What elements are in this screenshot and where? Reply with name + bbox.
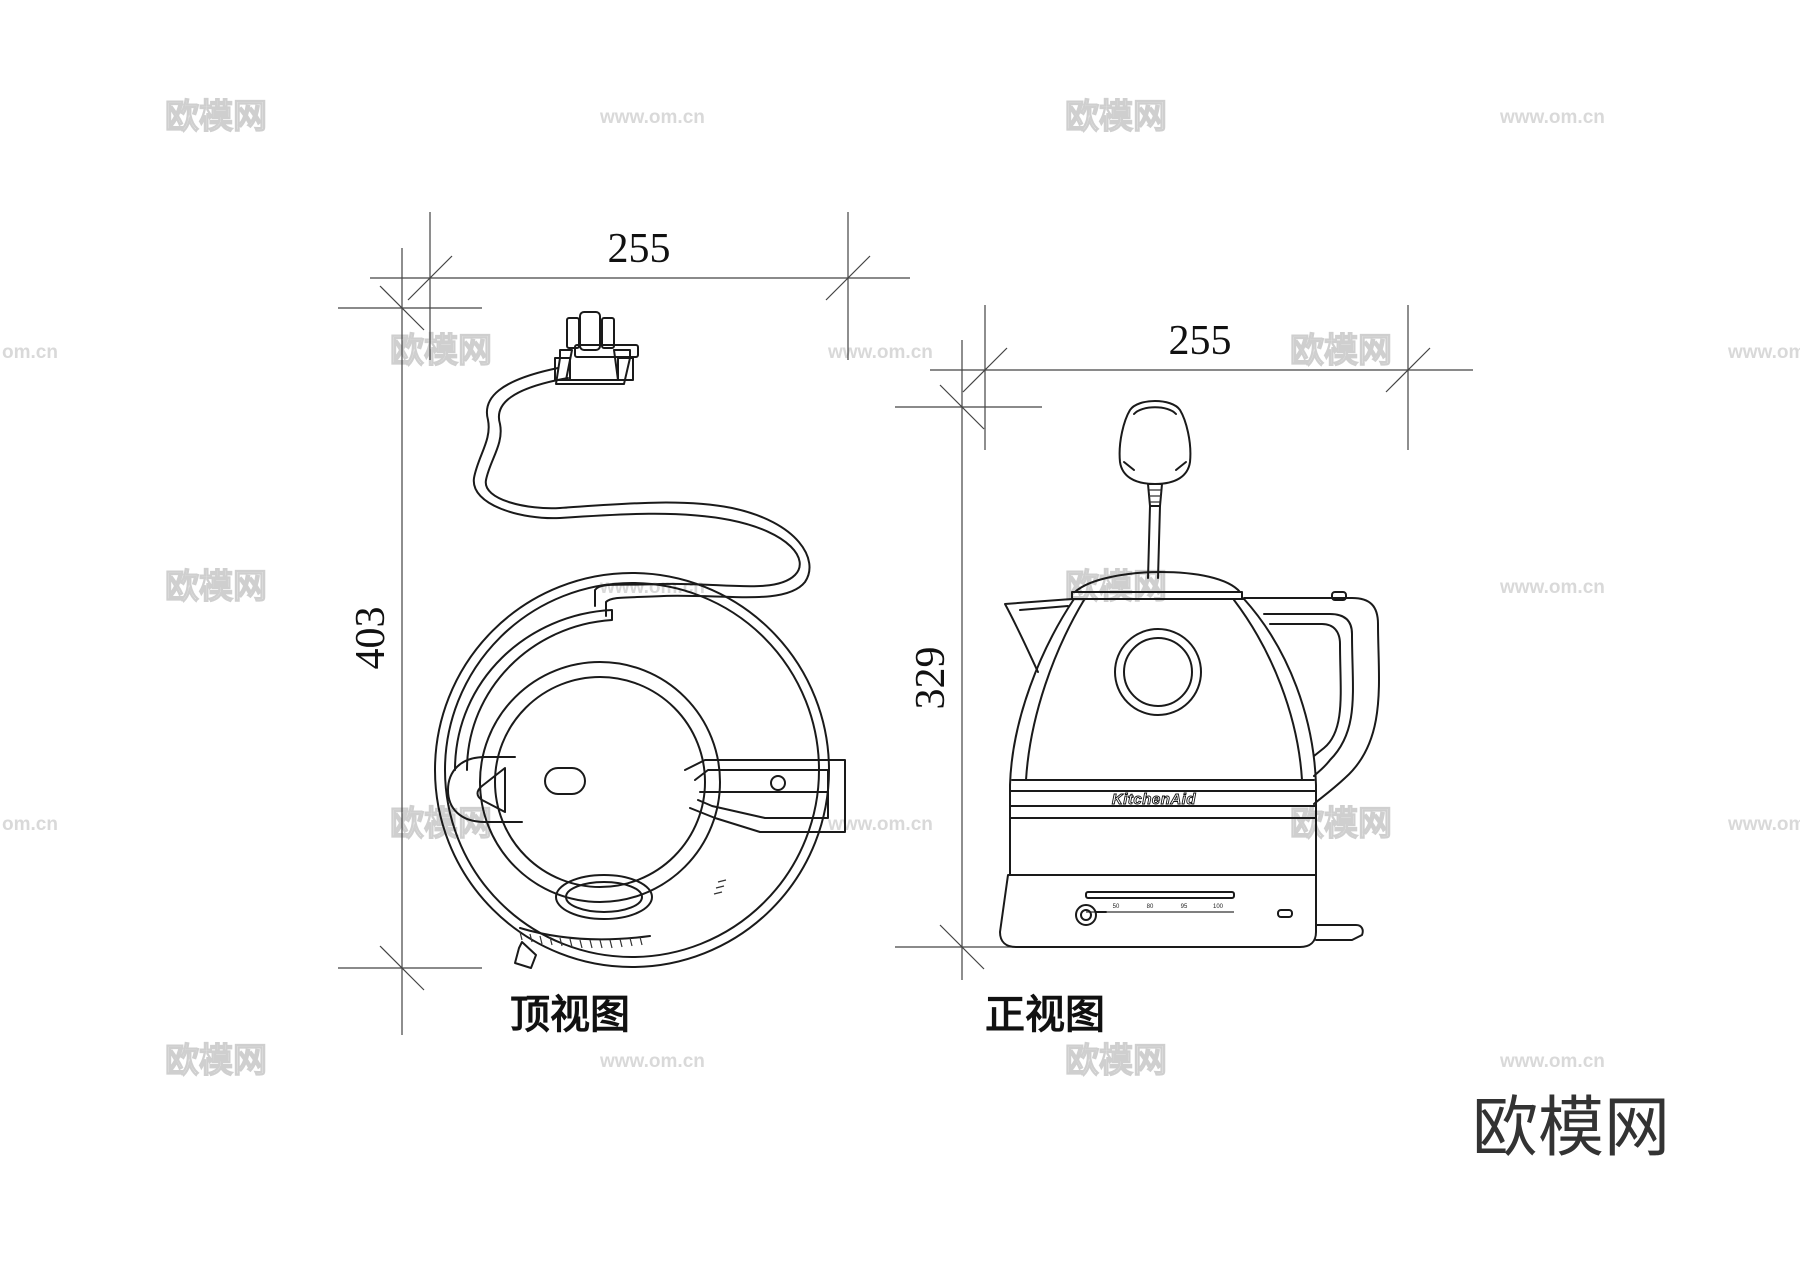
watermark-logo: 欧模网 (1065, 1041, 1167, 1081)
front-view-caption: 正视图 (985, 991, 1105, 1038)
side-vent (713, 879, 727, 895)
scale-tick-label: 80 (1147, 904, 1154, 910)
watermark-url: www.om.cn (1727, 814, 1800, 835)
scale-tick-label: 95 (1181, 904, 1188, 910)
base-vent (519, 927, 651, 941)
switch-tab (514, 941, 537, 969)
plug-head (1118, 400, 1192, 485)
kettle-rim (454, 609, 613, 771)
front-view-dimensions: 255 329 (895, 305, 1473, 980)
temperature-gauge-inner (1123, 637, 1193, 707)
power-cord (472, 367, 801, 607)
watermark-layer: 欧模网 欧模网 欧模网 欧模网 欧模网 欧模网 欧模网 欧模网 欧模网 欧模网 … (2, 96, 1800, 1081)
watermark-url: www.om.cn (1499, 1051, 1605, 1072)
spout (1004, 598, 1073, 673)
scale-tick-label: 50 (1113, 904, 1120, 910)
kettle-lid-outer (479, 661, 721, 903)
top-view-dimensions: 255 403 (338, 212, 910, 1035)
top-view-caption: 顶视图 (510, 991, 630, 1038)
slider-knob (1075, 904, 1097, 926)
handle-button (1331, 591, 1347, 601)
dimension-tick (1385, 347, 1431, 393)
power-cord (484, 377, 811, 617)
top-view-kettle (434, 311, 846, 969)
watermark-logo: 欧模网 (1065, 97, 1167, 137)
temperature-dial-inner (565, 881, 643, 913)
front-view-kettle: KitchenAid 50 80 95 100 (999, 400, 1380, 948)
plug-pin (1175, 461, 1187, 471)
watermark-url: www.om.cn (1499, 107, 1605, 128)
dimension-tick (939, 924, 985, 970)
front-view-width-label: 255 (1169, 318, 1232, 364)
spout-inner (476, 767, 506, 813)
slider-knob-inner (1080, 909, 1092, 921)
plug-head-detail (1133, 406, 1177, 415)
spout-inner-line (1019, 605, 1069, 611)
dimension-tick (939, 384, 985, 430)
spout-top (447, 756, 523, 823)
watermark-logo: 欧模网 (165, 1041, 267, 1081)
handle-inner (694, 769, 829, 819)
watermark-url: www.om.cn (827, 342, 933, 363)
plug (554, 311, 639, 385)
front-view-height-label: 329 (908, 647, 954, 710)
power-indicator (1277, 909, 1293, 918)
kettle-body-inner (1025, 599, 1085, 781)
lid-knob (544, 767, 586, 795)
handle-top (684, 759, 846, 833)
watermark-logo: 欧模网 (390, 804, 492, 844)
dimension-tick (962, 347, 1008, 393)
plug-pin (1123, 461, 1135, 471)
watermark-logo: 欧模网 (1290, 804, 1392, 844)
kettle-body-inner-right (1233, 599, 1303, 781)
handle-inner (1263, 613, 1354, 777)
base-vent-hatch (519, 931, 643, 949)
watermark-url: www.om.cn (599, 107, 705, 128)
dimension-tick (379, 285, 425, 331)
lid (1074, 571, 1241, 593)
watermark-logo: 欧模网 (1290, 331, 1392, 371)
kettle-body (1009, 598, 1317, 876)
watermark-url-edge: om.cn (2, 814, 58, 835)
dimension-tick (407, 255, 453, 301)
watermark-logo: 欧模网 (390, 331, 492, 371)
watermark-url: www.om.cn (1499, 577, 1605, 598)
watermark-logo: 欧模网 (165, 97, 267, 137)
watermark-logo: 欧模网 (165, 567, 267, 607)
cord-strain-relief (1147, 483, 1163, 507)
kettle-base (999, 874, 1317, 948)
top-view-width-label: 255 (608, 226, 671, 272)
temperature-dial (555, 874, 653, 920)
strain-relief-rings (1149, 489, 1161, 503)
watermark-url-edge: om.cn (2, 342, 58, 363)
scale-tick-label: 100 (1213, 904, 1224, 910)
slider-track (1085, 891, 1235, 899)
watermark-url: www.om.cn (827, 814, 933, 835)
watermark-url: www.om.cn (1727, 342, 1800, 363)
handle-button (770, 775, 786, 791)
base-side-tab (1315, 924, 1364, 941)
top-view-height-label: 403 (348, 607, 394, 670)
watermark-url: www.om.cn (599, 1051, 705, 1072)
handle (1243, 597, 1380, 805)
handle-grip (1269, 623, 1342, 757)
kettle-lid-inner (494, 676, 706, 888)
corner-logo: 欧模网 (1472, 1089, 1670, 1166)
dimension-tick (379, 945, 425, 991)
watermark-url: www.om.cn (599, 577, 705, 598)
brand-label: KitchenAid (1112, 791, 1197, 808)
power-cord-vertical (1147, 505, 1161, 579)
dimension-tick (825, 255, 871, 301)
temperature-gauge-outer (1114, 628, 1202, 716)
